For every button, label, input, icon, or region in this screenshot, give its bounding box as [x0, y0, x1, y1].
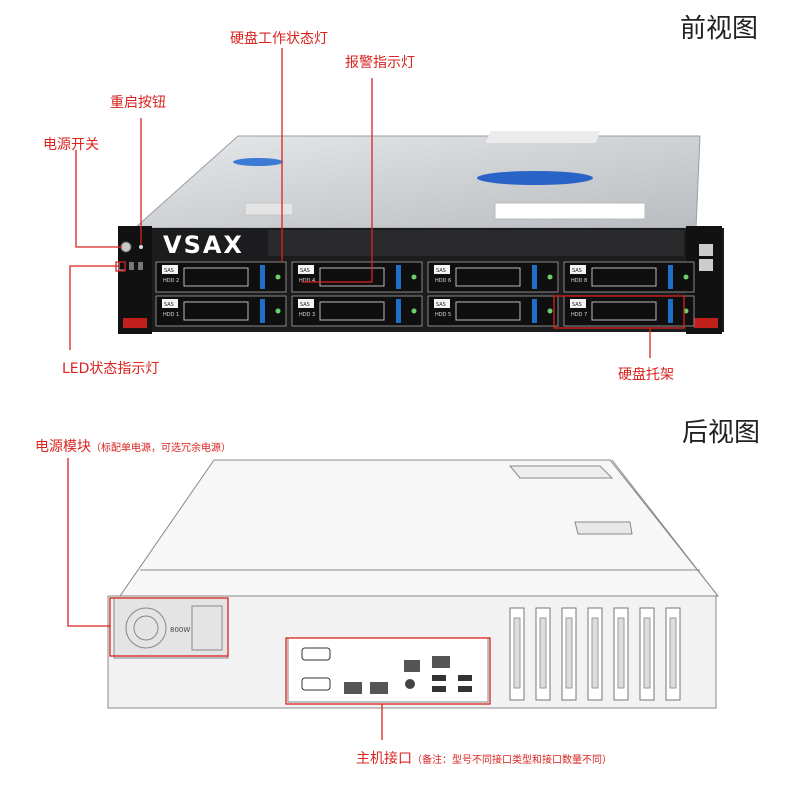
usb-port-2	[432, 686, 446, 692]
hdd-status-led-label: 硬盘工作状态灯	[230, 31, 328, 47]
psu-module	[113, 597, 229, 659]
rj45-port-3	[404, 660, 420, 672]
drive-bay-sas: SAS	[164, 302, 174, 308]
rj45-port-2	[370, 682, 388, 694]
power-switch-label: 电源开关	[43, 137, 99, 153]
top-label-sticker	[494, 202, 646, 220]
psu-note: （标配单电源，可选冗余电源）	[91, 443, 231, 454]
drive-bay-sas: SAS	[300, 268, 310, 274]
drive-bay[interactable]: SAS HDD 6	[427, 261, 559, 293]
drive-bay-label: HDD 6	[435, 278, 451, 284]
drive-bay[interactable]: SAS HDD 2	[155, 261, 287, 293]
drive-bay-label: HDD 1	[163, 312, 179, 318]
drive-bay-sas: SAS	[300, 302, 310, 308]
drive-bay[interactable]: SAS HDD 3	[291, 295, 423, 327]
drive-bay-label: HDD 7	[571, 312, 587, 318]
usb-port-1	[432, 675, 446, 681]
drive-bay[interactable]: SAS HDD 4	[291, 261, 423, 293]
top-blue-badge	[477, 171, 593, 185]
expansion-slots	[509, 607, 681, 701]
reset-button	[139, 245, 143, 249]
alarm-led-label: 报警指示灯	[345, 55, 415, 71]
drive-bay-sas: SAS	[572, 268, 582, 274]
drive-bay-label: HDD 4	[299, 278, 315, 284]
vga-port-2	[301, 677, 331, 691]
vga-port-1	[301, 647, 331, 661]
io-note: （备注：型号不同接口类型和接口数量不同）	[412, 755, 612, 766]
drive-tray-label: 硬盘托架	[618, 367, 674, 383]
psu-label: 电源模块（标配单电源，可选冗余电源）	[35, 436, 231, 456]
drive-bay[interactable]: SAS HDD 5	[427, 295, 559, 327]
front-server-illustration: SAS HDD 2 SAS HDD 4 SAS HDD 6 SAS HDD 8 SAS HDD 1…	[118, 131, 724, 334]
brand-logo: VSAX	[163, 231, 244, 259]
led-indicator-label: LED状态指示灯	[62, 361, 160, 377]
rj45-port-1	[344, 682, 362, 694]
drive-bay[interactable]: SAS HDD 8	[563, 261, 695, 293]
io-label-text: 主机接口	[356, 751, 412, 767]
usb-port-3	[458, 675, 472, 681]
front-view-title: 前视图	[680, 14, 759, 44]
drive-bay-sas: SAS	[164, 268, 174, 274]
rear-server-illustration: 800W	[67, 458, 720, 740]
reset-button-label: 重启按钮	[110, 95, 166, 111]
left-ear	[118, 226, 152, 334]
rear-view-title: 后视图	[682, 418, 761, 448]
usb-port-4	[458, 686, 472, 692]
power-button	[120, 241, 132, 253]
drive-bay-sas: SAS	[436, 302, 446, 308]
drive-bay-label: HDD 3	[299, 312, 315, 318]
drive-bay-label: HDD 8	[571, 278, 587, 284]
drive-bay-label: HDD 2	[163, 278, 179, 284]
io-label: 主机接口（备注：型号不同接口类型和接口数量不同）	[356, 748, 612, 768]
drive-bay[interactable]: SAS HDD 7	[563, 295, 695, 327]
drive-bay-sas: SAS	[572, 302, 582, 308]
psu-watt: 800W	[170, 626, 190, 634]
drive-bay[interactable]: SAS HDD 1	[155, 295, 287, 327]
psu-label-text: 电源模块	[35, 439, 91, 455]
rj45-port-4	[432, 656, 450, 668]
drive-bay-sas: SAS	[436, 268, 446, 274]
drive-bay-label: HDD 5	[435, 312, 451, 318]
